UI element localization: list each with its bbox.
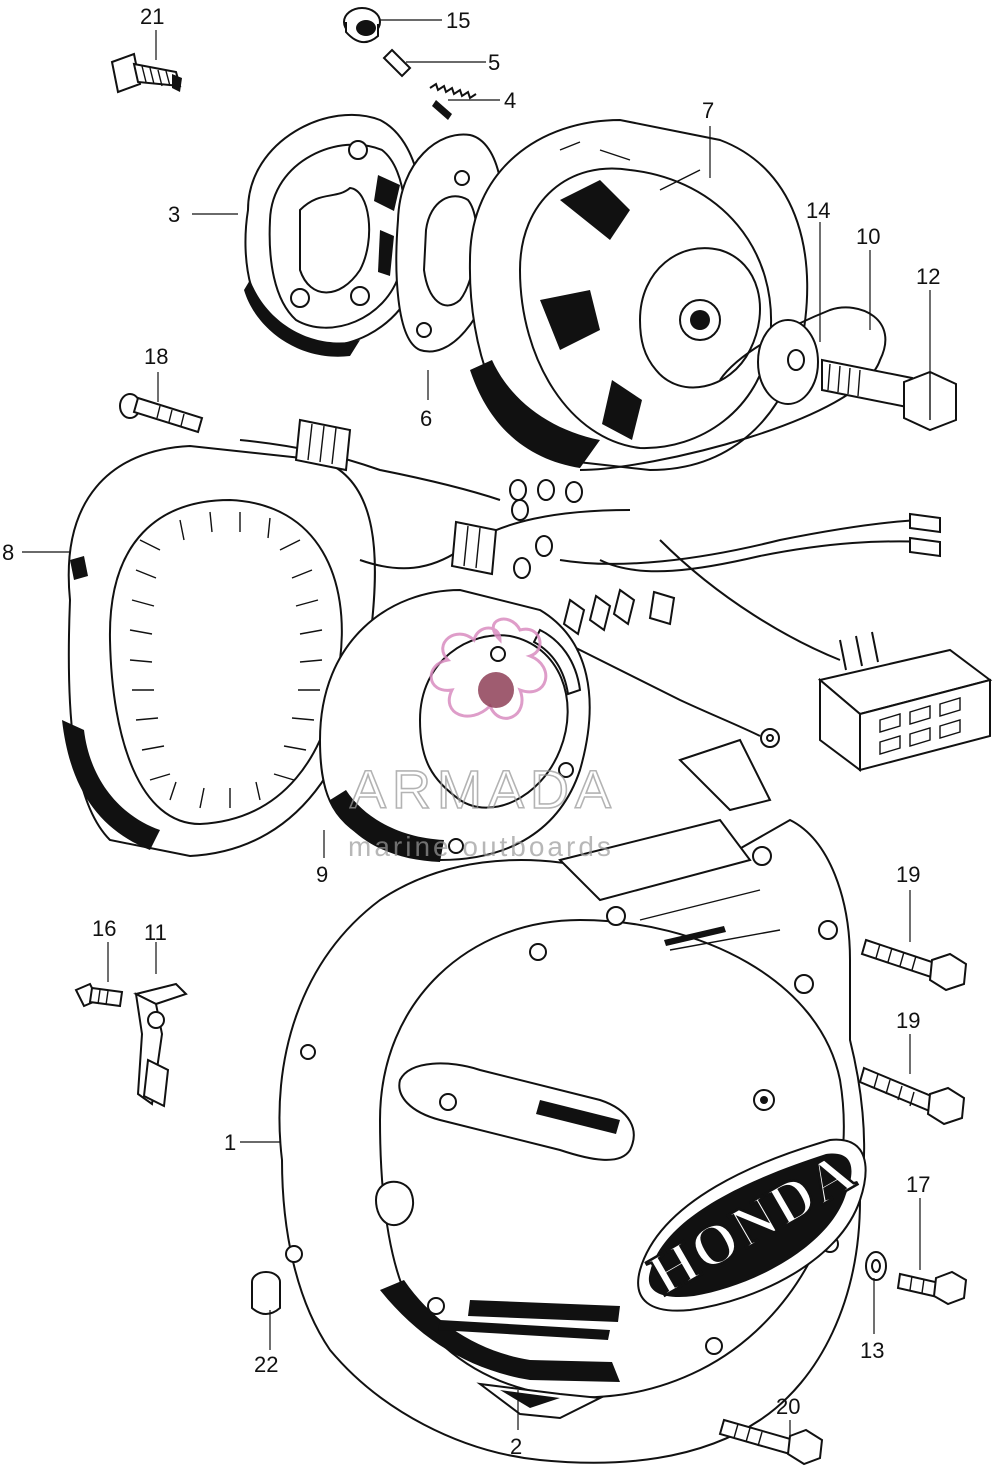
part-label-18: 18	[144, 344, 168, 369]
cap-15	[343, 7, 381, 43]
leader-lines	[22, 19, 931, 1436]
part-label-8: 8	[2, 540, 14, 565]
bolt-19a	[860, 938, 968, 992]
watermark-logo-shape	[429, 617, 548, 720]
pin-5	[382, 48, 412, 78]
watermark-title: ARMADA	[350, 760, 617, 820]
connector-block-mid	[450, 520, 498, 576]
part-label-20: 20	[776, 1394, 800, 1419]
part-label-19a: 19	[896, 862, 920, 887]
bolt-12	[821, 358, 957, 432]
dowel-22	[251, 1271, 281, 1315]
part-label-19b: 19	[896, 1008, 920, 1033]
bolt-19b	[858, 1066, 966, 1126]
part-label-1: 1	[224, 1130, 236, 1155]
cover-tab-2	[476, 1382, 604, 1420]
screw-18	[119, 393, 204, 434]
part-label-10: 10	[856, 224, 880, 249]
pickup-cover-9	[318, 588, 591, 862]
multi-pin-connector	[817, 631, 993, 772]
washer-14	[757, 319, 819, 405]
part-labels: 21 15 5 4 3 6 7 14 10 12 18 8 9 16 11 19…	[2, 4, 940, 1459]
washer-13	[865, 1251, 887, 1281]
bolt-16	[74, 982, 124, 1008]
part-label-14: 14	[806, 198, 830, 223]
bullet-connectors	[509, 479, 941, 636]
ground-terminal	[760, 728, 780, 748]
cord-clamp-11	[133, 982, 188, 1108]
part-label-5: 5	[488, 50, 500, 75]
part-label-9: 9	[316, 862, 328, 887]
part-label-17: 17	[906, 1172, 930, 1197]
part-label-22: 22	[254, 1352, 278, 1377]
part-label-4: 4	[504, 88, 516, 113]
part-label-11: 11	[144, 920, 167, 945]
part-label-13: 13	[860, 1338, 884, 1363]
watermark-logo	[429, 617, 548, 720]
part-label-3: 3	[168, 202, 180, 227]
part-label-2: 2	[510, 1434, 522, 1459]
part-label-16: 16	[92, 916, 116, 941]
part-label-12: 12	[916, 264, 940, 289]
watermark-subtitle: marine outboards	[348, 831, 614, 862]
spring-4	[429, 82, 477, 120]
connector-block-top	[294, 418, 352, 472]
engine-cover-1: HONDA	[278, 738, 867, 1464]
bolt-17	[896, 1270, 968, 1306]
bolt-21	[110, 52, 182, 94]
part-label-6: 6	[420, 406, 432, 431]
part-label-15: 15	[446, 8, 470, 33]
part-label-7: 7	[702, 98, 714, 123]
flywheel-rotor-7	[468, 118, 809, 472]
watermark: ARMADA marine outboards	[348, 617, 617, 862]
bolt-20	[718, 1418, 824, 1466]
part-label-21: 21	[140, 4, 164, 29]
